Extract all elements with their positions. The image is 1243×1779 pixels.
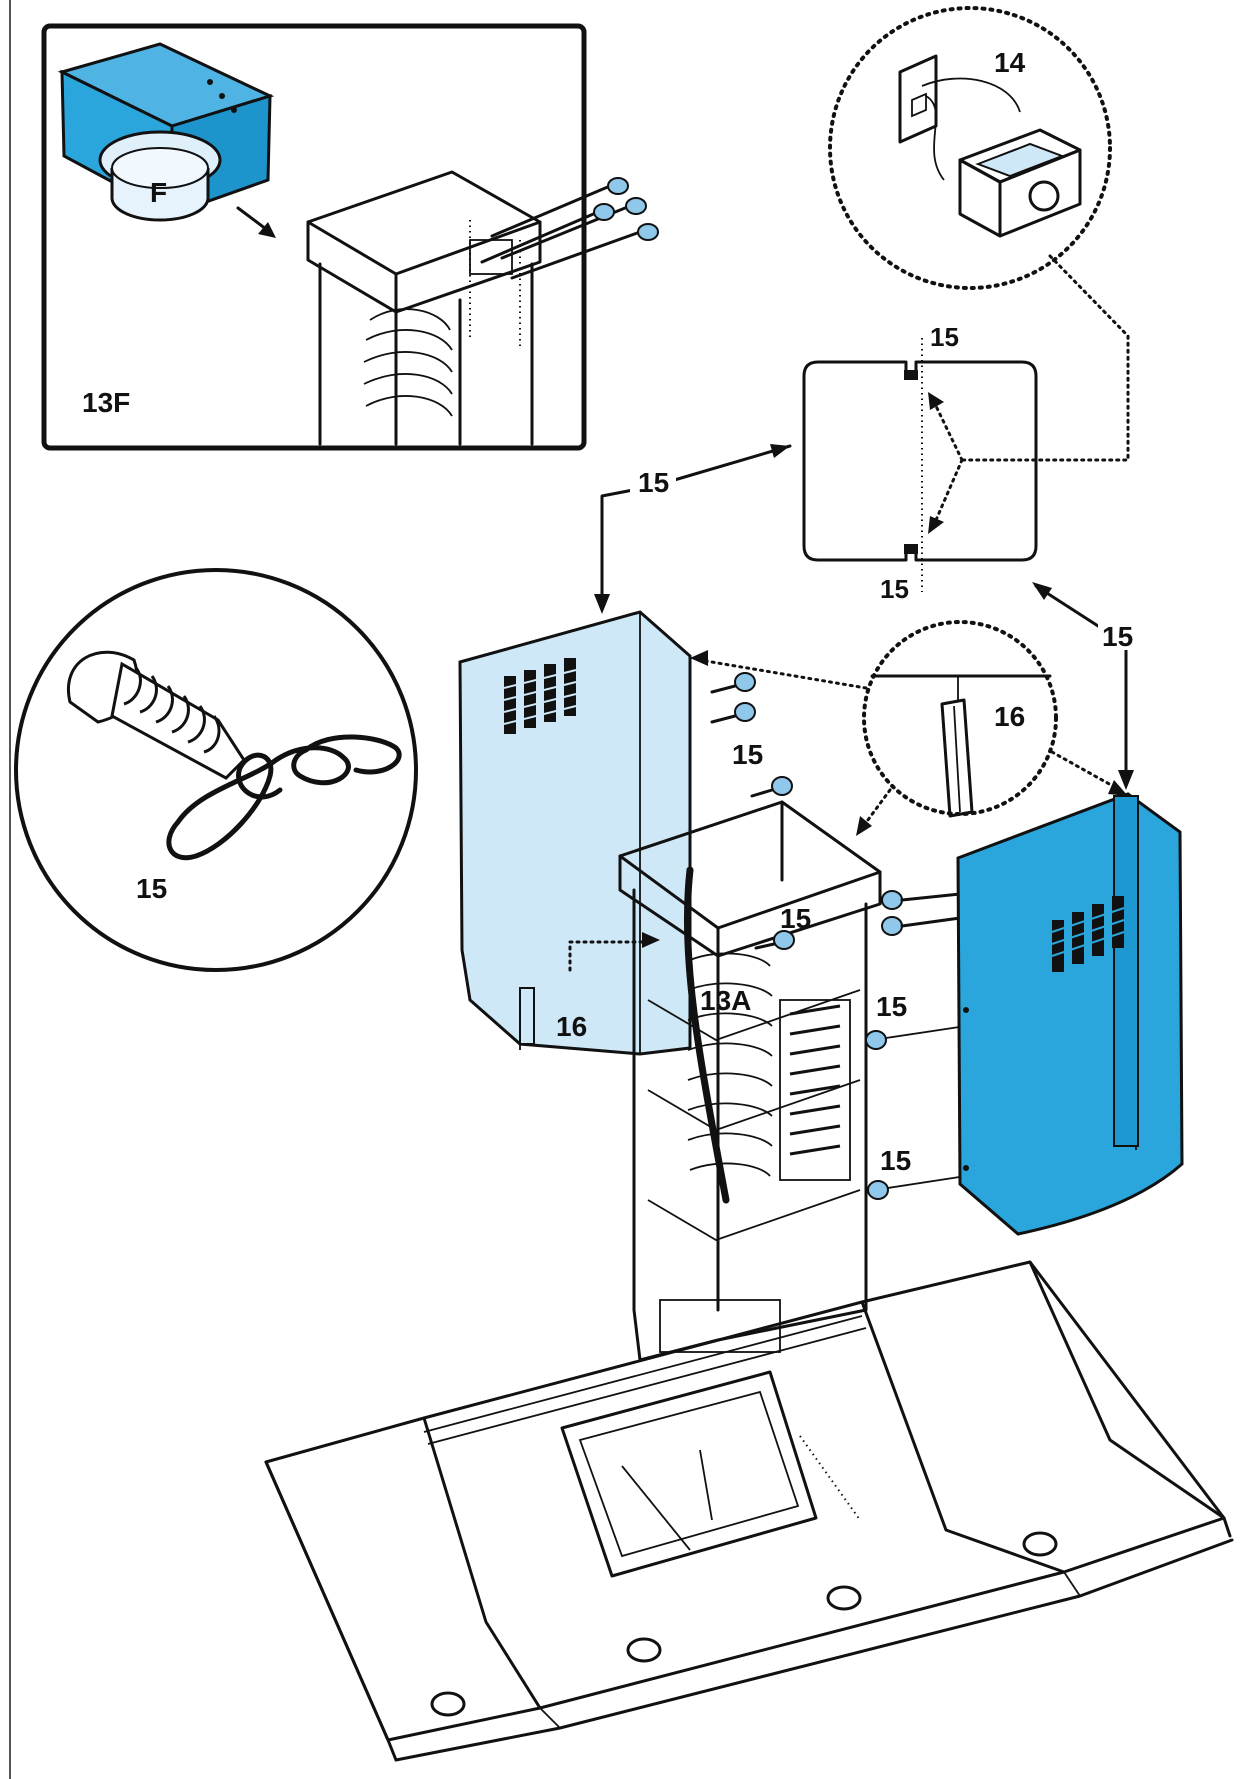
arrow-label-15-left: 15 [638,467,669,498]
motor-frame-top [306,170,542,446]
closeup-label-15: 15 [136,873,167,904]
screw-closeup-circle: 15 [14,568,418,972]
screw-label-15-a: 15 [732,739,763,770]
screw-label-15-c: 15 [876,991,907,1022]
hood-canopy [264,1260,1234,1762]
detail-circle-14: 14 [828,6,1112,290]
frame-label-13a: 13A [700,985,751,1016]
motor-frame-13a: 13A [618,800,882,1362]
inset-label-13f: 13F [82,387,130,418]
cross-section-label-15-bottom: 15 [880,574,909,604]
right-chimney-panel [956,792,1184,1236]
filter-label-f: F [150,177,167,208]
detail-circle-16: 16 [862,620,1058,818]
detail-label-16: 16 [994,701,1025,732]
connector-16-right-panel [1050,750,1122,792]
cross-section-label-15-top: 15 [930,322,959,352]
frame-screws: 15 15 [710,672,811,950]
inset-screws [480,177,659,280]
right-panel-screws: 15 15 [865,890,967,1200]
arrow-label-15-right: 15 [1102,621,1133,652]
chimney-cross-section: 15 15 [802,322,1038,604]
bracket-label-16: 16 [556,1011,587,1042]
filter-adapter-box: F [57,42,275,222]
arrow-15-right: 15 [1032,582,1142,790]
screw-label-15-d: 15 [880,1145,911,1176]
connector-16-frame [860,788,892,830]
inset-13f-panel: F 13F [41,23,659,451]
left-chimney-panel [458,610,692,1056]
connector-14 [960,254,1130,462]
detail-label-14: 14 [994,47,1026,78]
arrow-15-left: 15 [594,444,792,614]
connector-16-left-panel [698,658,868,690]
screw-label-15-b: 15 [780,903,811,934]
bracket-16-indicator: 16 [556,932,660,1042]
